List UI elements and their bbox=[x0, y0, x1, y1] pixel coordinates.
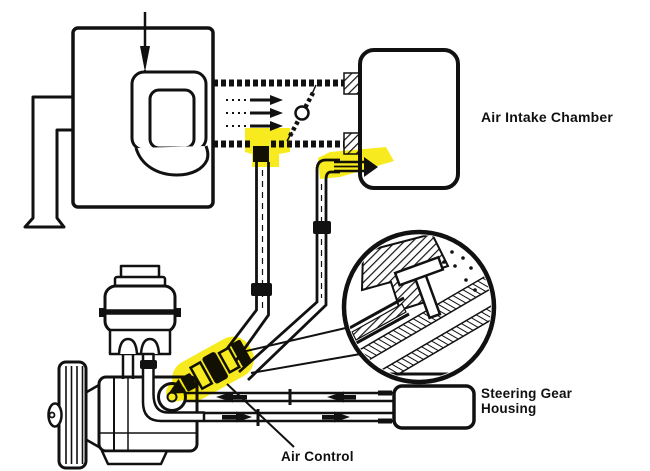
air-intake-chamber-label: Air Intake Chamber bbox=[481, 109, 613, 125]
hose-clamp bbox=[251, 283, 272, 296]
flow-arrow-icon bbox=[334, 411, 350, 423]
pulley-ribs bbox=[65, 366, 84, 464]
return-line bbox=[204, 409, 394, 426]
yellow-highlights bbox=[166, 128, 394, 402]
steering-gear-housing-label-line2: Housing bbox=[481, 401, 537, 416]
steering-gear-housing-shape bbox=[392, 384, 476, 430]
vacuum-hose-right bbox=[238, 158, 340, 382]
air-cleaner-assembly bbox=[23, 12, 215, 229]
air-inlet-snorkel bbox=[23, 95, 73, 229]
reservoir-body bbox=[103, 284, 177, 334]
duct-coupling-top bbox=[343, 72, 361, 95]
flow-arrow-icon bbox=[216, 391, 233, 403]
flow-arrow-icon bbox=[236, 411, 252, 423]
filter-element-inner bbox=[148, 88, 196, 150]
inlet-arrow-icon bbox=[140, 46, 150, 72]
air-bleed-dots bbox=[442, 250, 477, 292]
hose-clamp bbox=[140, 360, 157, 369]
vacuum-hose-left bbox=[221, 146, 272, 363]
highlight-duct-port bbox=[245, 128, 290, 167]
pump-foot-bracket bbox=[100, 449, 169, 466]
highlight-pump-port bbox=[166, 376, 196, 402]
highlight-chamber-fitting bbox=[318, 147, 394, 179]
steering-gear-housing-label-line1: Steering Gear bbox=[481, 386, 573, 401]
inset-inlet-pipe bbox=[347, 296, 410, 348]
fluid-reservoir bbox=[99, 264, 181, 356]
valve-detail-callout-lines bbox=[241, 323, 373, 374]
valve-plunger bbox=[393, 255, 445, 320]
flow-arrow-icon bbox=[327, 391, 344, 403]
power-steering-pump bbox=[47, 264, 206, 470]
valve-detail-inset bbox=[341, 229, 497, 385]
throttle-plate bbox=[286, 84, 317, 142]
air-control-leader-line bbox=[226, 383, 295, 448]
filter-scoop bbox=[134, 145, 210, 177]
air-control-label: Air Control bbox=[281, 449, 354, 464]
hose-clamp bbox=[313, 221, 331, 234]
hydraulic-lines bbox=[185, 389, 394, 426]
inset-band-lower bbox=[367, 300, 491, 379]
pressure-line bbox=[185, 389, 394, 405]
airflow-arrows bbox=[226, 95, 283, 131]
steering-gear-housing-label: Steering Gear Housing bbox=[481, 386, 572, 416]
